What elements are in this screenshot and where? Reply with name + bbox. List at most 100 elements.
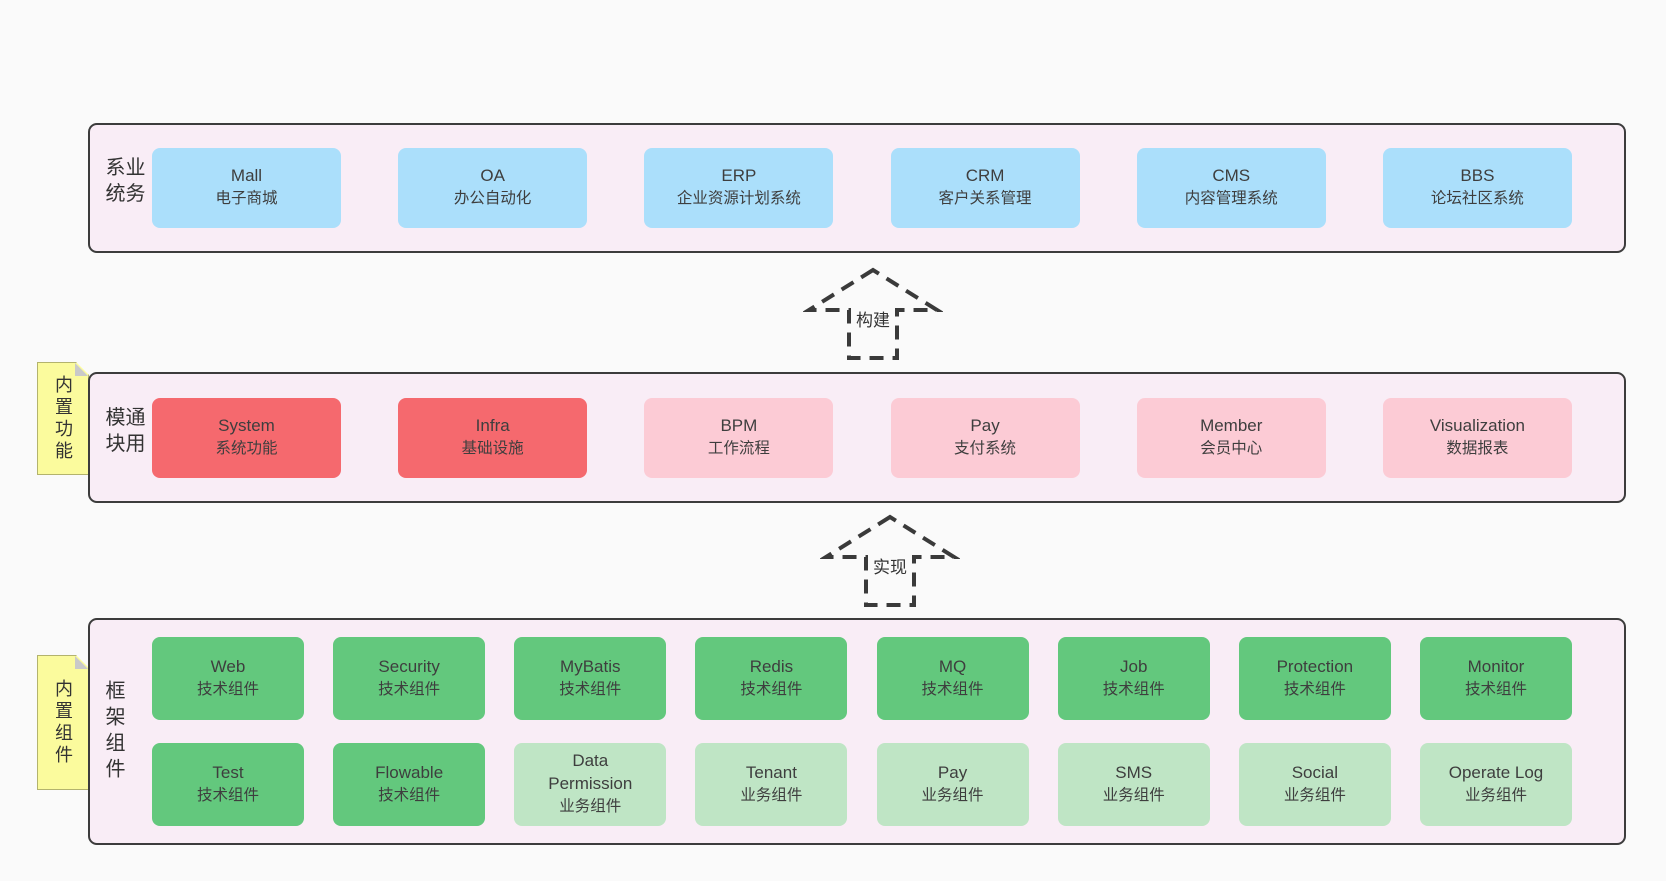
box-social: Social 业务组件 [1238, 743, 1391, 826]
box-pay-biz: Pay 业务组件 [876, 743, 1029, 826]
box-title: Social [1291, 762, 1338, 782]
box-subtitle: 支付系统 [954, 439, 1017, 457]
box-flowable: Flowable 技术组件 [333, 743, 486, 826]
box-subtitle: 技术组件 [378, 786, 441, 804]
box-subtitle: 办公自动化 [453, 190, 532, 208]
box-title: Job [1119, 656, 1148, 676]
framework-box-rows: Web 技术组件 Security 技术组件 MyBatis 技术组件 Redi… [152, 637, 1572, 826]
box-crm: CRM 客户关系管理 [890, 148, 1080, 228]
box-subtitle: 数据报表 [1446, 439, 1509, 457]
layer-label-framework: 框架组件 [102, 679, 124, 784]
box-subtitle: 业务组件 [1283, 786, 1346, 804]
box-title: Monitor [1467, 656, 1525, 676]
box-title: Redis [749, 656, 794, 676]
box-bpm: BPM 工作流程 [644, 397, 834, 478]
box-subtitle: 技术组件 [1464, 680, 1527, 698]
box-title: Tenant [745, 762, 797, 782]
arrow-implement-label: 实现 [869, 552, 911, 579]
box-title: Data Permission [548, 751, 633, 794]
box-title: SMS [1115, 762, 1153, 782]
box-subtitle: 技术组件 [196, 786, 259, 804]
sticky-note-text: 内置组件 [53, 678, 73, 767]
box-title: Test [212, 762, 244, 782]
sticky-note-text: 内置功能 [53, 374, 73, 463]
box-title: Visualization [1429, 415, 1525, 435]
box-title: Security [378, 656, 440, 676]
layer-label-modules: 通用模块 [102, 405, 144, 458]
arrow-up-implement-icon [820, 514, 960, 607]
box-title: BPM [720, 415, 758, 435]
box-infra: Infra 基础设施 [398, 397, 588, 478]
box-mq: MQ 技术组件 [876, 637, 1029, 720]
box-redis: Redis 技术组件 [695, 637, 848, 720]
box-visualization: Visualization 数据报表 [1382, 397, 1572, 478]
box-title: Operate Log [1448, 762, 1544, 782]
box-sms: SMS 业务组件 [1057, 743, 1210, 826]
box-subtitle: 业务组件 [921, 786, 984, 804]
framework-row-2: Test 技术组件 Flowable 技术组件 Data Permission … [152, 743, 1572, 826]
framework-components-layer: 框架组件 Web 技术组件 Security 技术组件 MyBatis 技术组件… [88, 618, 1626, 845]
box-monitor: Monitor 技术组件 [1419, 637, 1572, 720]
box-title: MQ [938, 656, 967, 676]
box-web: Web 技术组件 [152, 637, 304, 720]
box-system: System 系统功能 [152, 397, 341, 478]
box-title: ERP [721, 166, 757, 186]
box-title: Web [210, 656, 246, 676]
business-box-row: Mall 电子商城 OA 办公自动化 ERP 企业资源计划系统 CRM 客户关系… [152, 148, 1572, 228]
box-security: Security 技术组件 [333, 637, 486, 720]
box-test: Test 技术组件 [152, 743, 304, 826]
box-member: Member 会员中心 [1136, 397, 1326, 478]
arrow-up-build-icon [803, 267, 943, 360]
box-subtitle: 系统功能 [215, 439, 278, 457]
box-subtitle: 技术组件 [378, 680, 441, 698]
box-mybatis: MyBatis 技术组件 [514, 637, 667, 720]
box-bbs: BBS 论坛社区系统 [1382, 148, 1572, 228]
framework-row-1: Web 技术组件 Security 技术组件 MyBatis 技术组件 Redi… [152, 637, 1572, 720]
box-subtitle: 技术组件 [740, 680, 803, 698]
box-subtitle: 技术组件 [921, 680, 984, 698]
box-data-permission: Data Permission 业务组件 [514, 743, 667, 826]
box-subtitle: 论坛社区系统 [1430, 190, 1524, 208]
box-subtitle: 业务组件 [1102, 786, 1165, 804]
layer-label-business: 业务系统 [102, 156, 144, 209]
box-subtitle: 电子商城 [215, 190, 278, 208]
box-job: Job 技术组件 [1057, 637, 1210, 720]
box-title: Infra [475, 415, 510, 435]
box-oa: OA 办公自动化 [398, 148, 588, 228]
sticky-note-builtin-features: 内置功能 [37, 362, 89, 475]
box-subtitle: 工作流程 [707, 439, 770, 457]
box-title: Pay [937, 762, 968, 782]
box-mall: Mall 电子商城 [152, 148, 341, 228]
sticky-note-builtin-components: 内置组件 [37, 655, 89, 790]
box-subtitle: 业务组件 [559, 798, 622, 816]
arrow-build-label: 构建 [852, 305, 894, 332]
box-subtitle: 技术组件 [1102, 680, 1165, 698]
box-subtitle: 客户关系管理 [938, 190, 1032, 208]
box-title: CMS [1212, 166, 1251, 186]
box-title: Flowable [375, 762, 444, 782]
box-title: Mall [230, 166, 263, 186]
box-subtitle: 会员中心 [1200, 439, 1263, 457]
modules-box-row: System 系统功能 Infra 基础设施 BPM 工作流程 Pay 支付系统… [152, 397, 1572, 478]
business-systems-layer: 业务系统 Mall 电子商城 OA 办公自动化 ERP 企业资源计划系统 CRM… [88, 123, 1626, 253]
box-operate-log: Operate Log 业务组件 [1419, 743, 1572, 826]
box-title: Member [1200, 415, 1263, 435]
box-title: Protection [1276, 656, 1354, 676]
box-subtitle: 基础设施 [461, 439, 524, 457]
common-modules-layer: 通用模块 System 系统功能 Infra 基础设施 BPM 工作流程 Pay… [88, 372, 1626, 503]
box-subtitle: 业务组件 [1464, 786, 1527, 804]
box-subtitle: 技术组件 [1283, 680, 1346, 698]
box-subtitle: 企业资源计划系统 [676, 190, 801, 208]
box-pay: Pay 支付系统 [890, 397, 1080, 478]
box-subtitle: 内容管理系统 [1184, 190, 1278, 208]
box-title: MyBatis [560, 656, 621, 676]
box-subtitle: 技术组件 [559, 680, 622, 698]
box-title: CRM [965, 166, 1005, 186]
box-subtitle: 业务组件 [740, 786, 803, 804]
box-subtitle: 技术组件 [196, 680, 259, 698]
box-tenant: Tenant 业务组件 [695, 743, 848, 826]
box-cms: CMS 内容管理系统 [1136, 148, 1326, 228]
box-title: OA [480, 166, 505, 186]
box-title: Pay [970, 415, 1000, 435]
